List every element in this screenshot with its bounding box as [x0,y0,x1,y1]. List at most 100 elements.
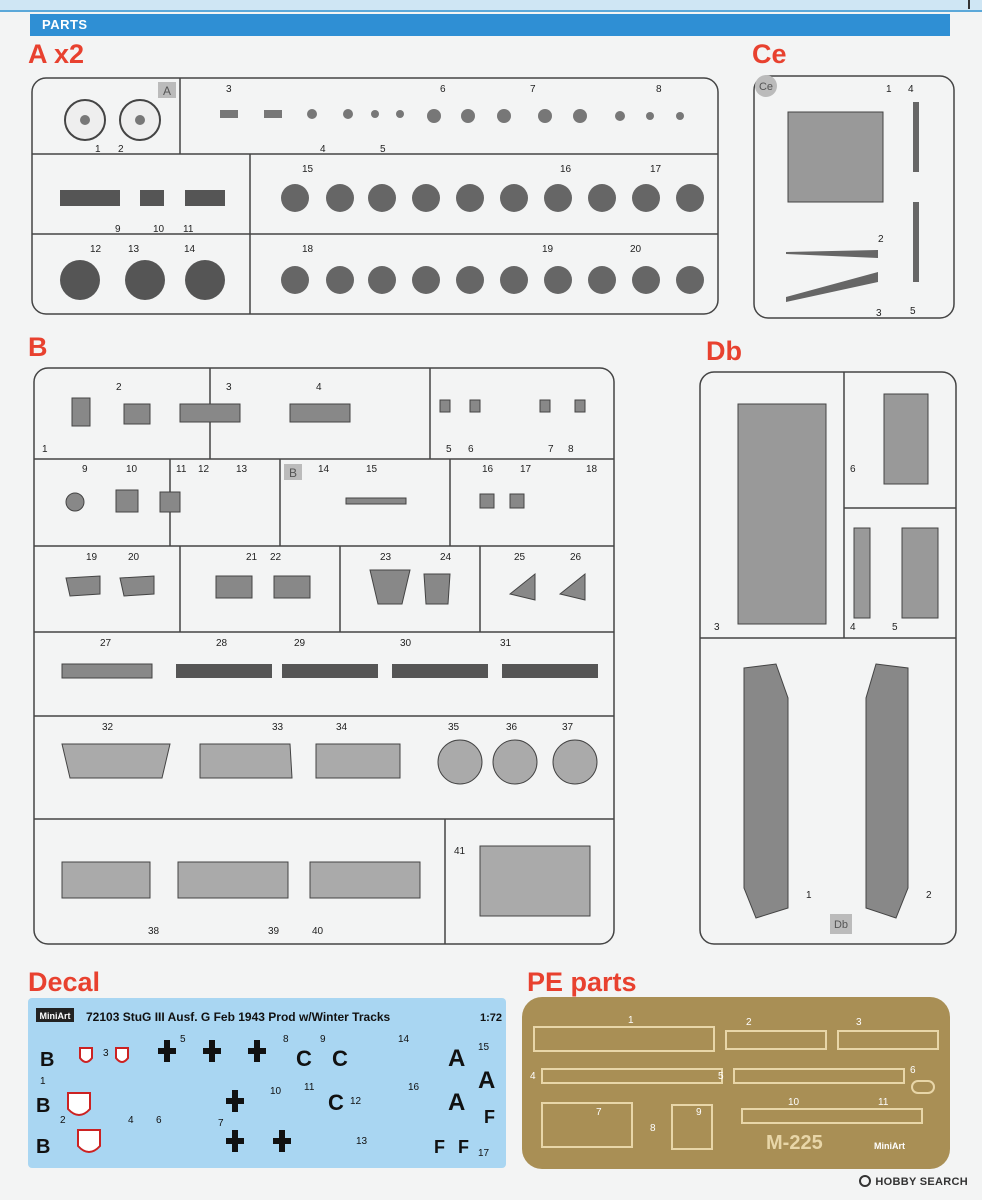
sprue-a-wheels-row-2 [281,266,704,294]
top-strip [0,0,982,12]
part-number: 17 [650,164,662,175]
part-number: 32 [102,722,114,733]
watermark-logo-icon [859,1175,872,1187]
part-number: 3 [876,308,882,319]
part-number: 23 [380,552,392,563]
decal-number: 6 [156,1115,162,1126]
part-number: 1 [886,84,892,95]
part-number: 3 [714,622,720,633]
section-title-pe: PE parts [527,967,637,997]
part-number: 10 [126,464,138,475]
decal-shields [67,1047,129,1153]
decal-number: 11 [304,1082,315,1093]
part-number: 5 [892,622,898,633]
pe-fret-code: M-225 [766,1132,823,1154]
pe-part-number: 9 [696,1107,702,1118]
decal-number: 8 [283,1034,289,1045]
parts-header-bar: PARTS [30,14,950,36]
part-number: 2 [118,144,124,155]
part-number: 15 [302,164,314,175]
part-number: 10 [153,224,165,235]
part-number: 12 [90,244,102,255]
part-number: 1 [806,890,812,901]
pe-part-number: 11 [878,1097,889,1108]
part-number: 4 [908,84,914,95]
sprue-db-hull-side-right [865,663,909,919]
part-number: 19 [542,244,554,255]
section-title-db: Db [706,336,742,366]
decal-crosses [158,1040,291,1152]
part-number: 14 [184,244,196,255]
decal-number: 9 [320,1034,326,1045]
part-number: 26 [570,552,582,563]
part-number: 14 [318,464,330,475]
part-number: 25 [514,552,526,563]
pe-part-number: 6 [910,1065,916,1076]
sprue-a: A 1 2 3 4 5 6 7 8 9 10 11 12 13 14 [31,77,719,315]
decal-number: 1 [40,1076,46,1087]
decal-number: 10 [270,1086,282,1097]
part-number: 7 [530,84,536,95]
sprue-db: Db 1 2 3 4 5 6 [699,371,957,945]
pe-part-number: 3 [856,1017,862,1028]
sprue-db-rear-plate [883,393,929,485]
part-number: 27 [100,638,112,649]
decal-number: 5 [180,1034,186,1045]
part-number: 1 [95,144,101,155]
part-number: 1 [42,444,48,455]
decal-number: 12 [350,1096,362,1107]
part-number: 8 [568,444,574,455]
part-number: 30 [400,638,412,649]
part-number: 6 [440,84,446,95]
pe-part-number: 1 [628,1015,634,1026]
part-number: 41 [454,846,466,857]
sprue-db-side-strip [853,527,871,619]
sprue-a-road-wheels [64,99,161,141]
part-number: 17 [520,464,532,475]
sprue-ce-letter: Ce [759,81,773,93]
part-number: 5 [446,444,452,455]
decal-sheet-title: 72103 StuG III Ausf. G Feb 1943 Prod w/W… [86,1010,391,1024]
part-number: 15 [366,464,378,475]
sprue-db-hull-floor [737,403,827,625]
decal-letter-f: F [434,1137,445,1157]
pe-part-number: 10 [788,1097,800,1108]
decal-letter-b: B [36,1095,50,1117]
part-number: 13 [128,244,140,255]
part-number: 12 [198,464,210,475]
part-number: 18 [302,244,314,255]
sprue-ce: Ce 1 2 3 4 5 [753,75,955,319]
decal-number: 14 [398,1034,410,1045]
part-number: 37 [562,722,574,733]
decal-number: 16 [408,1082,420,1093]
section-title-ce: Ce [752,39,787,69]
decal-letter-c: C [328,1090,344,1115]
part-number: 39 [268,926,280,937]
part-number: 5 [910,306,916,317]
decal-letter-b: B [40,1049,54,1071]
part-number: 3 [226,382,232,393]
sprue-a-letter-tab [158,82,176,98]
miniart-logo [36,1008,74,1022]
page-edge-mark [968,0,970,9]
part-number: 35 [448,722,460,733]
sprue-db-side-plate [901,527,939,619]
decal-sheet: MiniArt 72103 StuG III Ausf. G Feb 1943 … [28,998,506,1168]
sprue-b-hull-parts [61,739,598,917]
part-number: 20 [630,244,642,255]
part-number: 9 [115,224,121,235]
part-number: 2 [926,890,932,901]
decal-brand: MiniArt [40,1011,71,1021]
part-number: 18 [586,464,598,475]
sprue-db-letter-tab [830,914,852,934]
sprue-b-track-runs [176,664,598,678]
watermark-text: HOBBY SEARCH [875,1176,968,1188]
decal-letter-c: C [296,1046,312,1071]
part-number: 22 [270,552,282,563]
decal-letter-c: C [332,1046,348,1071]
decal-number: 15 [478,1042,490,1053]
parts-header-title: PARTS [42,17,88,32]
decal-letter-a: A [448,1089,465,1116]
pe-part-number: 2 [746,1017,752,1028]
part-number: 4 [316,382,322,393]
